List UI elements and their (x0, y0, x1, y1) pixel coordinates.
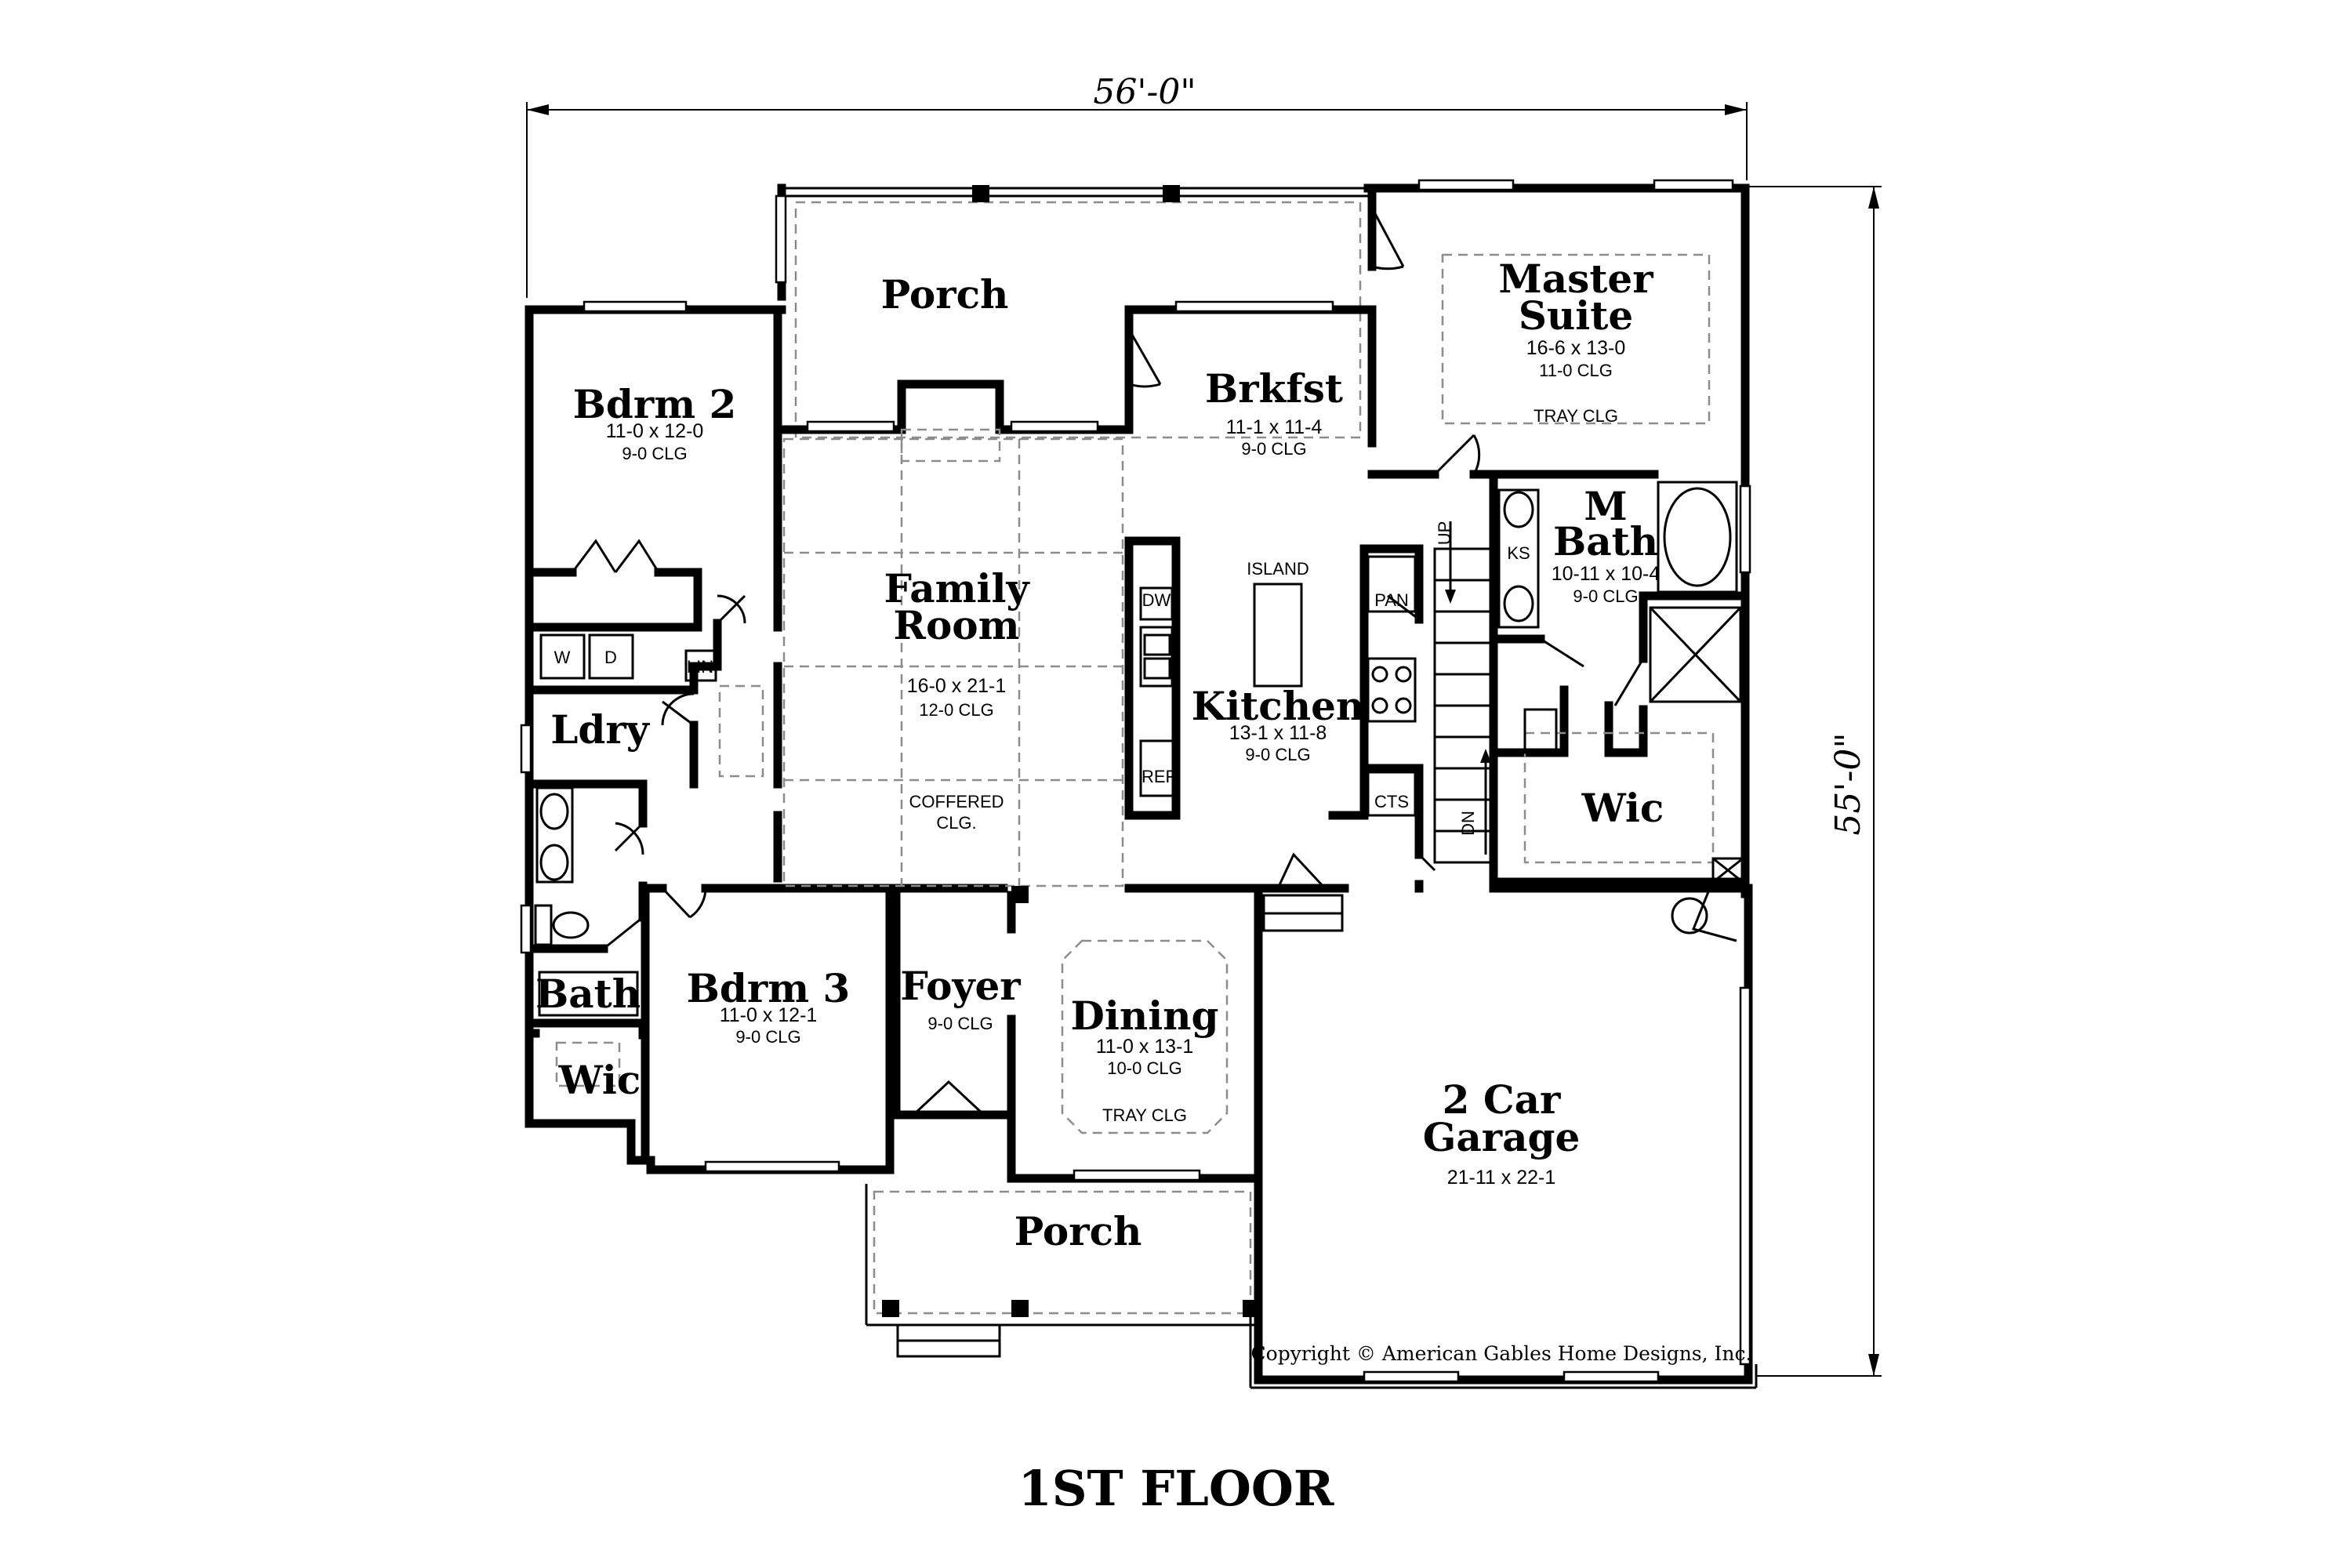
svg-text:COFFERED: COFFERED (909, 792, 1004, 811)
ceiling-outlines (555, 253, 1758, 1389)
room-foyer: Foyer 9-0 CLG (900, 963, 1021, 1033)
svg-text:9-0 CLG: 9-0 CLG (1245, 745, 1310, 764)
room-master-suite: Master Suite 16-6 x 13-0 11-0 CLG TRAY C… (1498, 256, 1653, 426)
svg-text:Garage: Garage (1423, 1114, 1581, 1160)
svg-text:KS: KS (1507, 543, 1530, 563)
svg-text:16-6 x 13-0: 16-6 x 13-0 (1526, 337, 1625, 359)
svg-text:9-0 CLG: 9-0 CLG (735, 1027, 800, 1047)
svg-text:9-0 CLG: 9-0 CLG (1241, 439, 1306, 459)
svg-text:DW: DW (1142, 590, 1171, 610)
room-family: Family Room 16-0 x 21-1 12-0 CLG COFFERE… (884, 565, 1030, 833)
room-bath: Bath (535, 971, 641, 1017)
copyright: Copyright © American Gables Home Designs… (1251, 1342, 1752, 1365)
svg-text:D: D (604, 648, 617, 667)
room-kitchen: ISLAND Kitchen 13-1 x 11-8 9-0 CLG DW RE… (1142, 521, 1478, 836)
svg-text:13-1 x 11-8: 13-1 x 11-8 (1229, 722, 1327, 744)
svg-text:11-0 x 13-1: 11-0 x 13-1 (1096, 1036, 1194, 1058)
room-garage: 2 Car Garage 21-11 x 22-1 (1423, 1076, 1581, 1189)
svg-text:12-0 CLG: 12-0 CLG (919, 700, 993, 720)
svg-text:Bath: Bath (1553, 518, 1658, 564)
svg-text:Dining: Dining (1070, 993, 1218, 1039)
svg-text:11-0 CLG: 11-0 CLG (1539, 361, 1613, 380)
width-dimension (526, 102, 1748, 298)
svg-text:9-0 CLG: 9-0 CLG (622, 444, 687, 463)
room-wic-master: Wic (1581, 785, 1664, 831)
room-porch-rear: Porch (881, 271, 1009, 318)
svg-text:11-0 x 12-1: 11-0 x 12-1 (720, 1004, 818, 1026)
plan-title: 1ST FLOOR (1018, 1460, 1334, 1517)
room-dining: Dining 11-0 x 13-1 10-0 CLG TRAY CLG (1070, 993, 1218, 1125)
svg-text:UP: UP (1435, 521, 1454, 546)
svg-text:REF: REF (1142, 767, 1176, 786)
svg-text:W: W (554, 648, 571, 667)
svg-text:M: M (1584, 483, 1627, 529)
svg-text:10-0 CLG: 10-0 CLG (1107, 1058, 1181, 1078)
room-porch-front: Porch (1014, 1208, 1142, 1254)
svg-text:Foyer: Foyer (900, 963, 1021, 1009)
svg-text:Brkfst: Brkfst (1205, 365, 1343, 412)
room-wic-bdrm3: Wic (558, 1057, 641, 1103)
svg-text:Suite: Suite (1519, 292, 1633, 339)
svg-text:CLG.: CLG. (936, 813, 976, 833)
doors (571, 207, 1737, 1116)
svg-text:PAN: PAN (1374, 590, 1409, 610)
svg-text:Wic: Wic (1581, 785, 1664, 831)
svg-text:Room: Room (893, 602, 1019, 648)
rear-porch (780, 185, 1368, 439)
svg-text:Family: Family (884, 565, 1030, 612)
svg-text:Porch: Porch (881, 271, 1009, 318)
svg-text:10-11 x 10-4: 10-11 x 10-4 (1552, 563, 1661, 585)
svg-text:Bath: Bath (535, 971, 641, 1017)
svg-text:21-11 x 22-1: 21-11 x 22-1 (1447, 1167, 1556, 1189)
svg-text:9-0 CLG: 9-0 CLG (927, 1014, 993, 1033)
depth-label: 55'-0" (1828, 732, 1868, 835)
svg-text:TRAY CLG: TRAY CLG (1534, 406, 1618, 426)
svg-text:LIN: LIN (687, 657, 713, 677)
room-ldry: Ldry W D LIN (550, 648, 713, 753)
room-brkfst: Brkfst 11-1 x 11-4 9-0 CLG (1205, 365, 1343, 459)
room-bdrm3: Bdrm 3 11-0 x 12-1 9-0 CLG (687, 965, 851, 1047)
svg-text:Bdrm 3: Bdrm 3 (687, 965, 851, 1011)
kitchen-fixtures (1139, 521, 1495, 864)
svg-text:11-0 x 12-0: 11-0 x 12-0 (606, 420, 704, 442)
svg-text:TRAY CLG: TRAY CLG (1102, 1105, 1187, 1125)
svg-text:Kitchen: Kitchen (1192, 683, 1365, 729)
width-label: 56'-0" (1093, 72, 1196, 112)
depth-dimension (1748, 186, 1882, 1377)
svg-text:Wic: Wic (558, 1057, 641, 1103)
room-m-bath: M Bath 10-11 x 10-4 9-0 CLG KS (1507, 483, 1660, 606)
bath-fixtures (534, 481, 1744, 946)
svg-text:DN: DN (1458, 811, 1478, 836)
svg-text:9-0 CLG: 9-0 CLG (1573, 586, 1638, 606)
svg-text:Porch: Porch (1014, 1208, 1142, 1254)
svg-text:CTS: CTS (1374, 792, 1409, 811)
svg-text:2 Car: 2 Car (1443, 1076, 1561, 1123)
windows (520, 179, 1751, 1383)
room-bdrm2: Bdrm 2 11-0 x 12-0 9-0 CLG (573, 381, 737, 463)
svg-text:Bdrm 2: Bdrm 2 (573, 381, 737, 427)
svg-text:11-1 x 11-4: 11-1 x 11-4 (1226, 416, 1323, 438)
svg-text:16-0 x 21-1: 16-0 x 21-1 (907, 675, 1006, 697)
svg-text:Ldry: Ldry (550, 706, 650, 753)
svg-text:Master: Master (1498, 256, 1653, 302)
svg-text:ISLAND: ISLAND (1247, 559, 1308, 579)
